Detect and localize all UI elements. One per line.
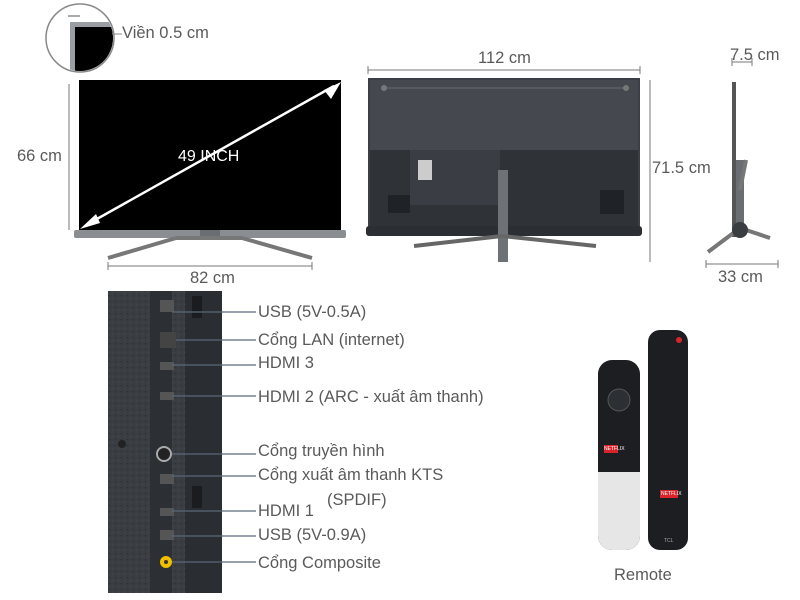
port-usb-1: USB (5V-0.5A) <box>258 303 367 321</box>
port-hdmi-1: HDMI 1 <box>258 502 314 520</box>
port-hdmi-3: HDMI 3 <box>258 354 314 372</box>
port-lan: Cổng LAN (internet) <box>258 331 405 349</box>
tcl-logo: TCL <box>664 538 674 544</box>
remote-white <box>598 360 640 550</box>
port-tv-antenna: Cổng truyền hình <box>258 442 385 460</box>
remote-label: Remote <box>614 566 672 584</box>
port-spdif: Cổng xuất âm thanh KTS <box>258 466 444 484</box>
side-tv <box>705 58 779 268</box>
front-tv <box>68 80 346 270</box>
netflix-badge-black: NETFLIX <box>661 491 682 497</box>
bezel-zoom <box>45 3 122 73</box>
back-tv <box>366 66 651 262</box>
port-leaders <box>172 311 256 563</box>
port-spdif-sub: (SPDIF) <box>327 491 387 509</box>
back-height-label: 71.5 cm <box>652 159 711 177</box>
diagonal-label: 49 INCH <box>178 148 240 165</box>
port-usb-2: USB (5V-0.9A) <box>258 526 367 544</box>
front-width-label: 82 cm <box>190 269 235 287</box>
front-height-label: 66 cm <box>17 147 62 165</box>
netflix-badge-white: NETFLIX <box>604 446 625 452</box>
port-hdmi-2: HDMI 2 (ARC - xuất âm thanh) <box>258 388 484 406</box>
remote-black <box>648 330 688 550</box>
back-width-label: 112 cm <box>478 49 531 67</box>
bezel-label: Viền 0.5 cm <box>122 24 209 42</box>
side-depth-base-label: 33 cm <box>718 268 763 286</box>
side-depth-top-label: 7.5 cm <box>730 46 780 64</box>
port-composite: Cổng Composite <box>258 554 381 572</box>
port-panel <box>108 291 222 593</box>
